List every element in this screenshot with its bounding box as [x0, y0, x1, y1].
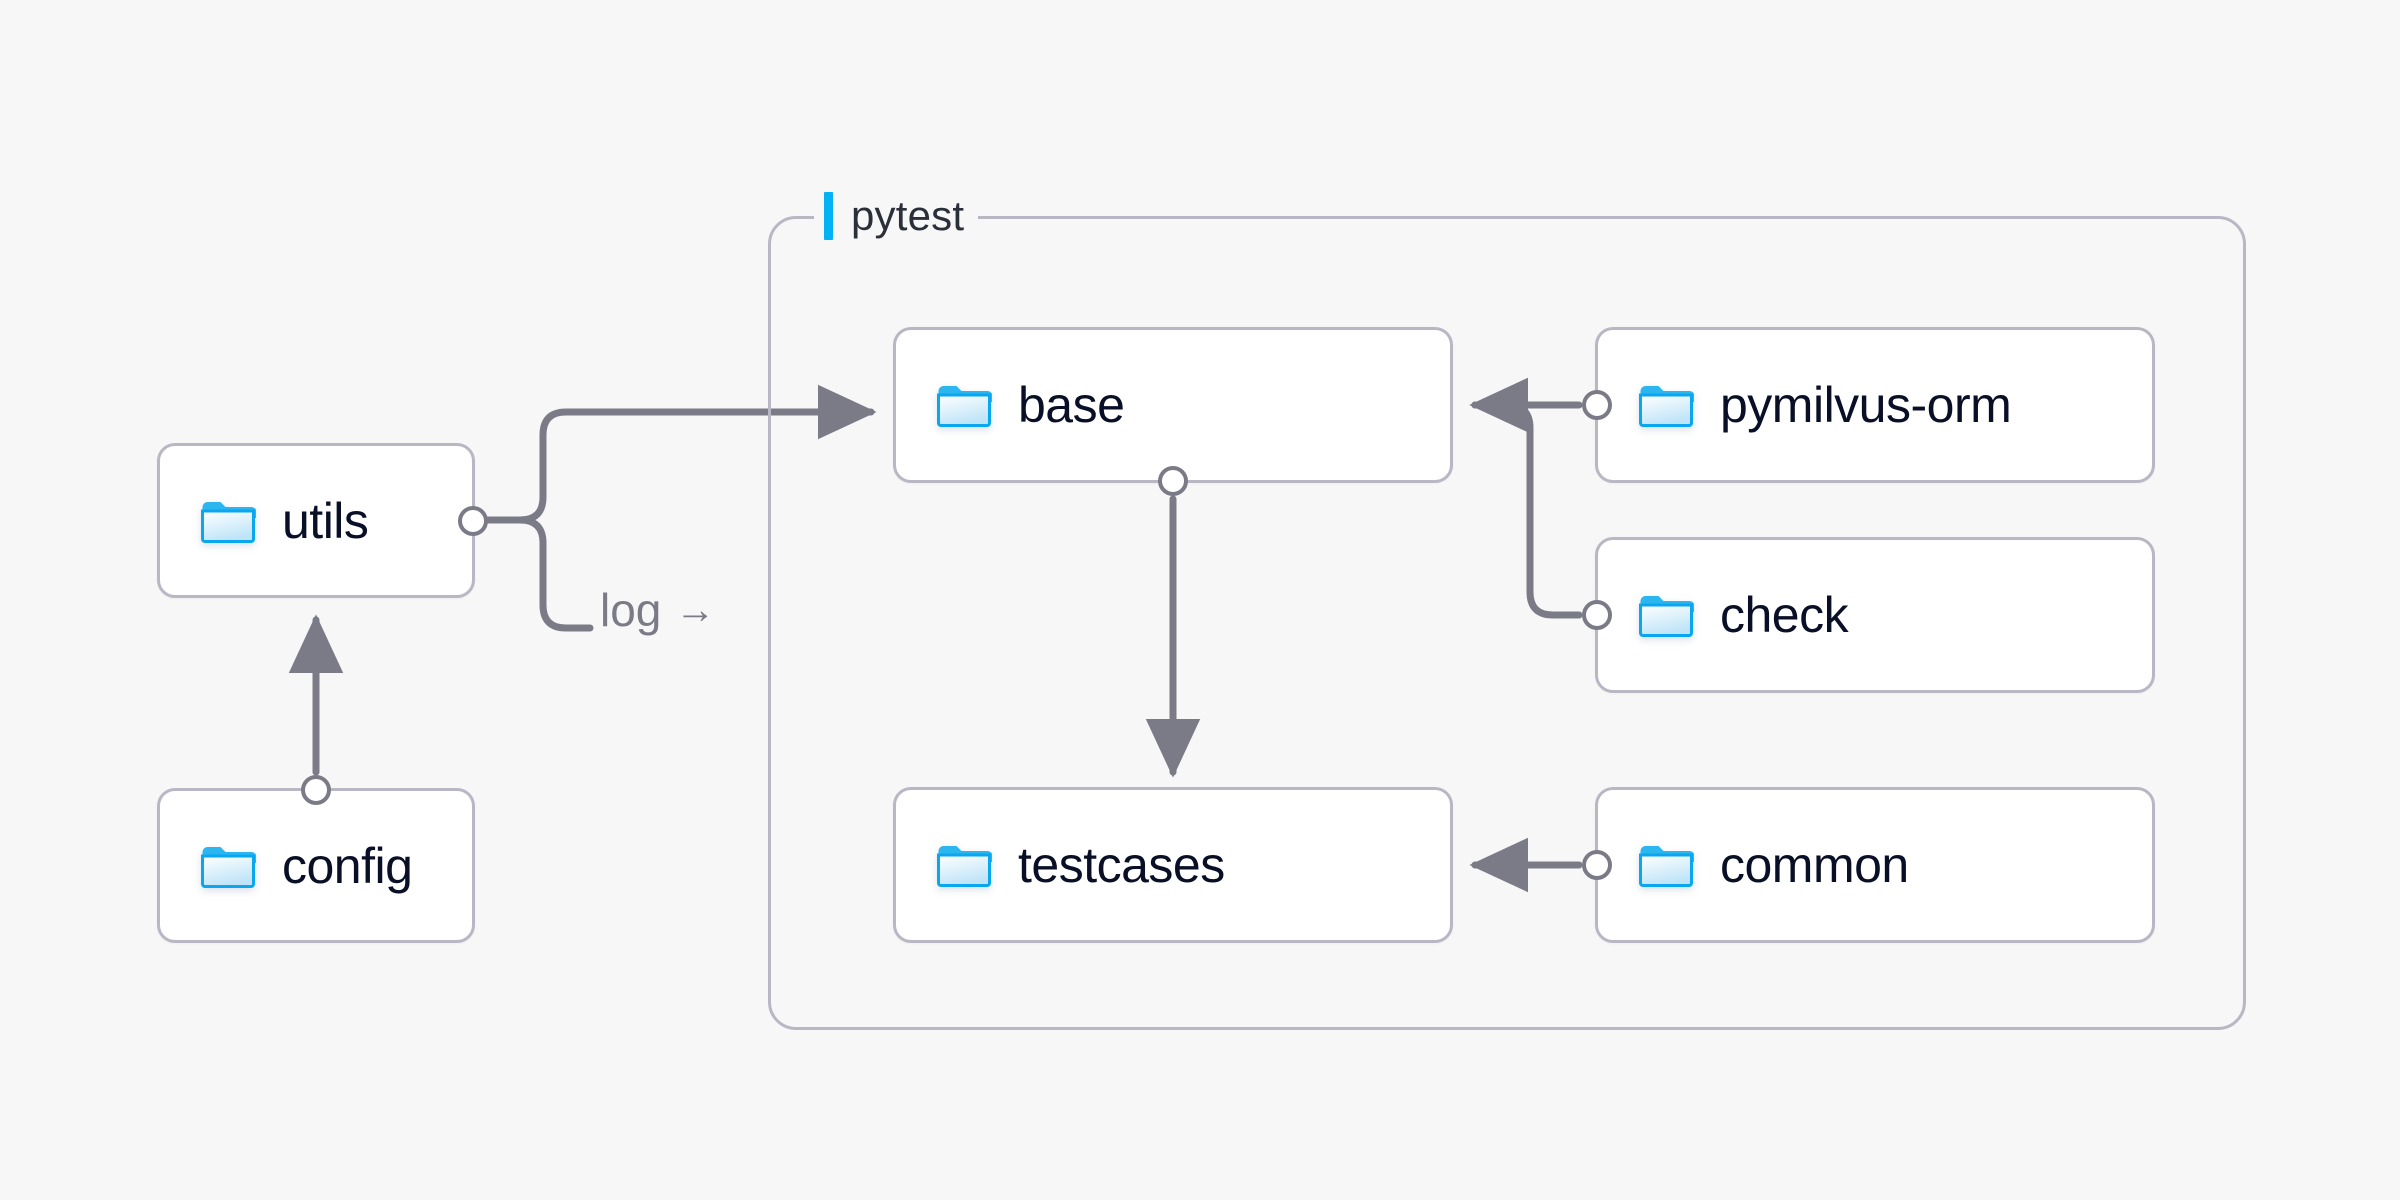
node-config-label: config [282, 837, 413, 894]
node-base-label: base [1018, 377, 1125, 433]
node-base-content: base [896, 376, 1125, 434]
folder-icon [936, 842, 993, 888]
node-check-content: check [1598, 586, 1849, 644]
group-label-text: pytest [851, 192, 965, 239]
node-common-content: common [1598, 836, 1909, 894]
port-pymilvus-orm-left[interactable] [1582, 390, 1612, 420]
folder-icon [200, 843, 257, 889]
group-accent-bar [824, 192, 833, 240]
node-testcases-content: testcases [896, 836, 1225, 894]
pytest-group-container [768, 216, 2246, 1030]
folder-icon [1638, 592, 1695, 638]
node-pymilvus-orm[interactable]: pymilvus-orm [1582, 327, 2155, 483]
node-base[interactable]: base [893, 327, 1453, 496]
node-common-label: common [1720, 837, 1909, 893]
node-common[interactable]: common [1582, 787, 2155, 943]
folder-icon [936, 382, 993, 428]
node-utils-label: utils [282, 492, 369, 549]
node-check-label: check [1720, 587, 1849, 643]
folder-icon [200, 498, 257, 544]
port-config-top[interactable] [301, 775, 331, 805]
port-utils-right[interactable] [458, 505, 488, 536]
pytest-group-label: pytest [814, 186, 979, 246]
node-utils-content: utils [160, 492, 369, 550]
port-check-left[interactable] [1582, 600, 1612, 630]
node-check[interactable]: check [1582, 537, 2155, 693]
node-config[interactable]: config [157, 775, 475, 943]
folder-icon [1638, 382, 1695, 428]
node-testcases-label: testcases [1018, 837, 1225, 893]
node-utils[interactable]: utils [157, 443, 488, 598]
node-pymilvus-orm-label: pymilvus-orm [1720, 377, 2012, 433]
port-base-bottom[interactable] [1158, 466, 1188, 496]
node-testcases[interactable]: testcases [893, 787, 1453, 943]
node-pymilvus-orm-content: pymilvus-orm [1598, 376, 2012, 434]
port-common-left[interactable] [1582, 850, 1612, 880]
node-config-content: config [160, 837, 413, 895]
arrow-right-icon: → [675, 588, 716, 632]
edge-label-log: log → [600, 583, 715, 637]
edge-label-log-text: log [600, 584, 662, 636]
edge-utils-to-log [516, 516, 594, 632]
folder-icon [1638, 842, 1695, 888]
